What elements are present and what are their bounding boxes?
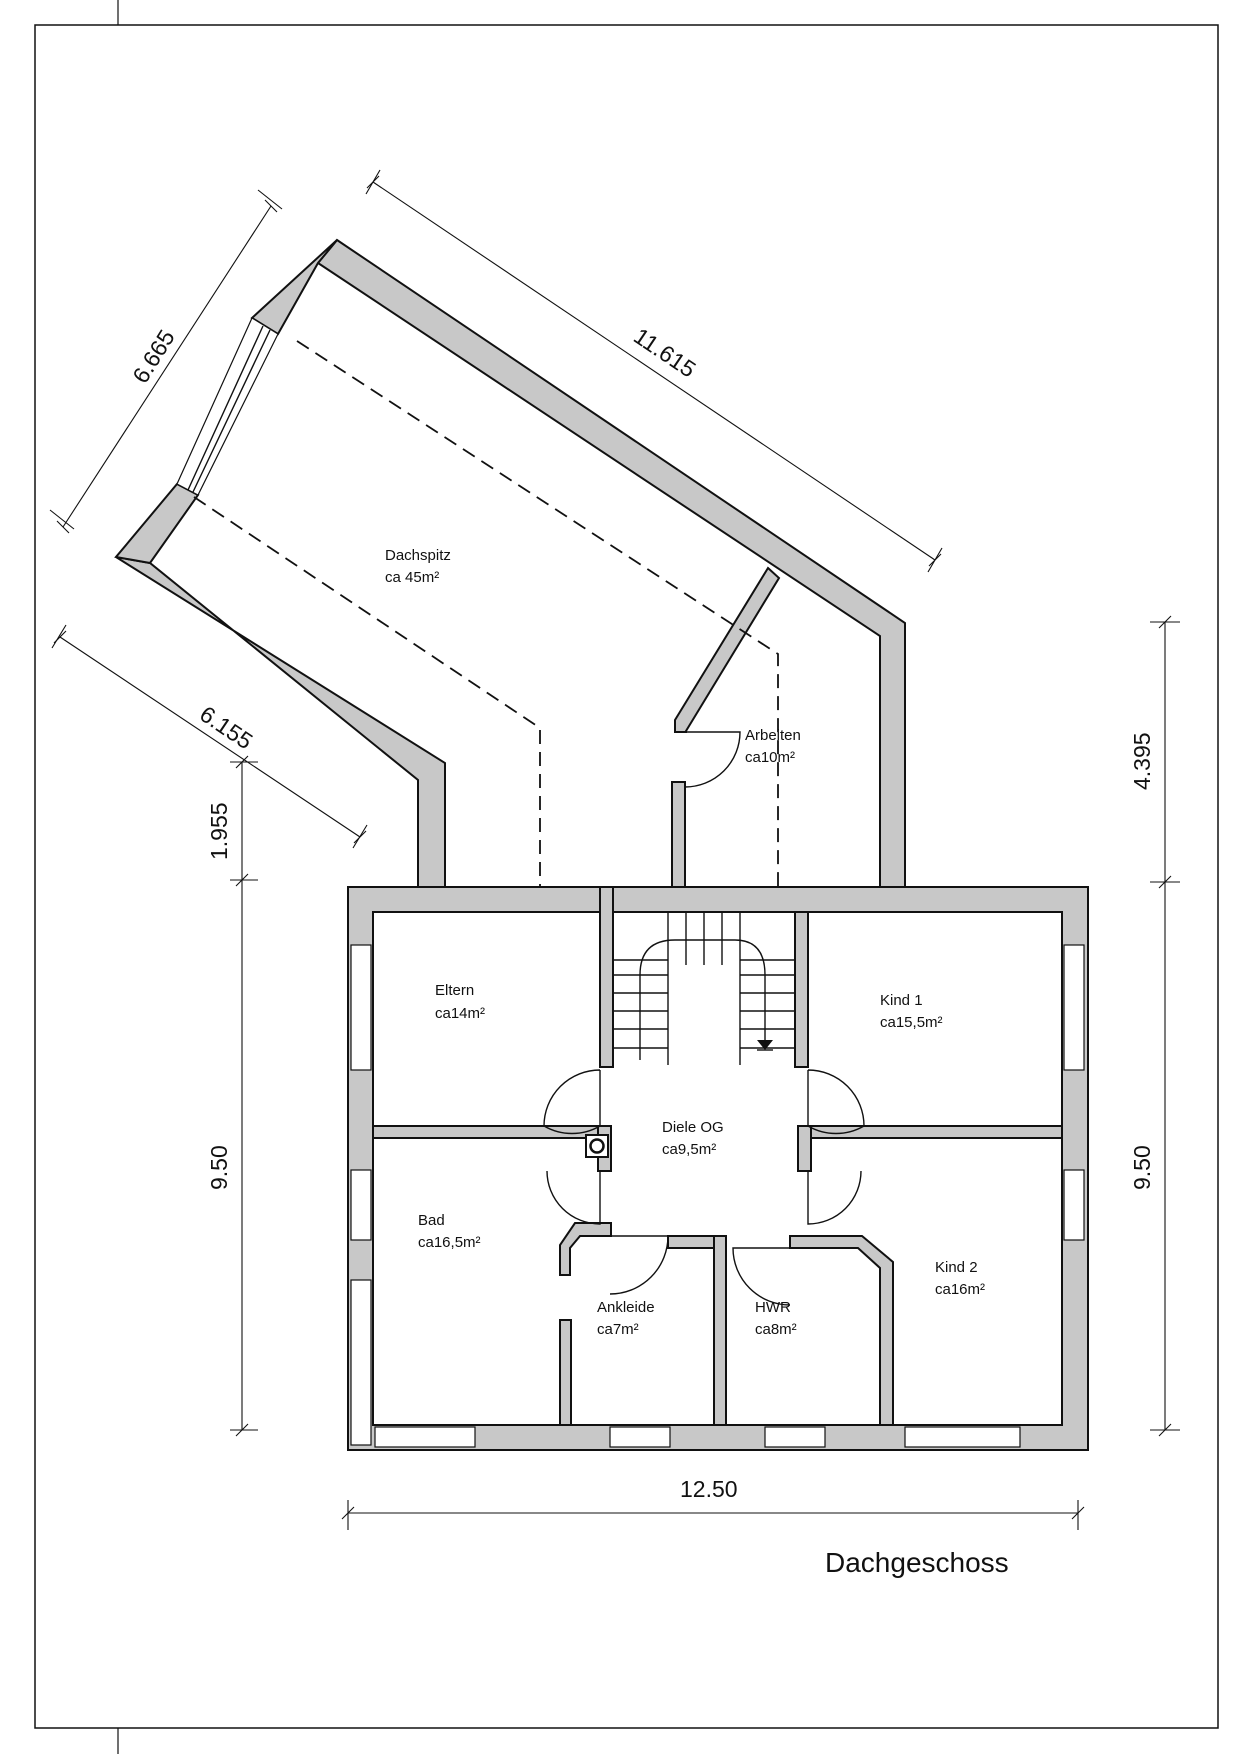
partition-wall-arbeiten — [674, 566, 781, 733]
outer-walls — [347, 886, 1089, 1451]
dim-wing-width: 6.665 — [127, 325, 180, 388]
dimension-labels: 6.665 11.615 6.155 1.955 9.50 4.395 9.50… — [127, 323, 1155, 1502]
exterior-windows — [350, 944, 1085, 1448]
room-ankleide-name: Ankleide — [597, 1299, 655, 1316]
dim-house-width: 12.50 — [680, 1476, 738, 1502]
drawing-title: Dachgeschoss — [825, 1547, 1009, 1578]
room-kind2-name: Kind 2 — [935, 1259, 978, 1276]
room-dachspitz-name: Dachspitz — [385, 547, 451, 564]
room-labels: Dachspitz ca 45m² Arbeiten ca10m² Eltern… — [385, 547, 985, 1338]
room-dachspitz-area: ca 45m² — [385, 569, 439, 586]
dim-right-upper: 4.395 — [1129, 732, 1155, 790]
room-kind1-area: ca15,5m² — [880, 1014, 943, 1031]
dim-wing-length: 11.615 — [629, 323, 700, 383]
room-eltern-area: ca14m² — [435, 1005, 485, 1022]
staircase — [613, 912, 795, 1065]
room-ankleide-area: ca7m² — [597, 1321, 639, 1338]
room-bad-name: Bad — [418, 1212, 445, 1229]
dim-house-depth-left: 9.50 — [206, 1145, 232, 1190]
room-diele-area: ca9,5m² — [662, 1141, 716, 1158]
door-swings-hall — [543, 1069, 865, 1306]
room-diele-name: Diele OG — [662, 1119, 724, 1136]
dim-connector: 1.955 — [206, 802, 232, 860]
room-arbeiten-name: Arbeiten — [745, 727, 801, 744]
wing-walls — [114, 238, 906, 888]
room-kind1-name: Kind 1 — [880, 992, 923, 1009]
dimension-lines — [49, 169, 1180, 1530]
door-swing-arbeiten — [684, 731, 741, 788]
partition-stub-arbeiten — [671, 781, 686, 889]
room-hwr-name: HWR — [755, 1299, 791, 1316]
room-eltern-name: Eltern — [435, 982, 474, 999]
gable-window — [176, 317, 279, 496]
dim-house-depth-right: 9.50 — [1129, 1145, 1155, 1190]
room-hwr-area: ca8m² — [755, 1321, 797, 1338]
chimney — [585, 1134, 609, 1158]
sheet-border — [34, 24, 1219, 1729]
room-arbeiten-area: ca10m² — [745, 749, 795, 766]
roof-slope-lines — [193, 340, 779, 887]
dim-wing-inner: 6.155 — [195, 701, 257, 755]
room-bad-area: ca16,5m² — [418, 1234, 481, 1251]
room-kind2-area: ca16m² — [935, 1281, 985, 1298]
interior-walls — [372, 886, 1063, 1426]
